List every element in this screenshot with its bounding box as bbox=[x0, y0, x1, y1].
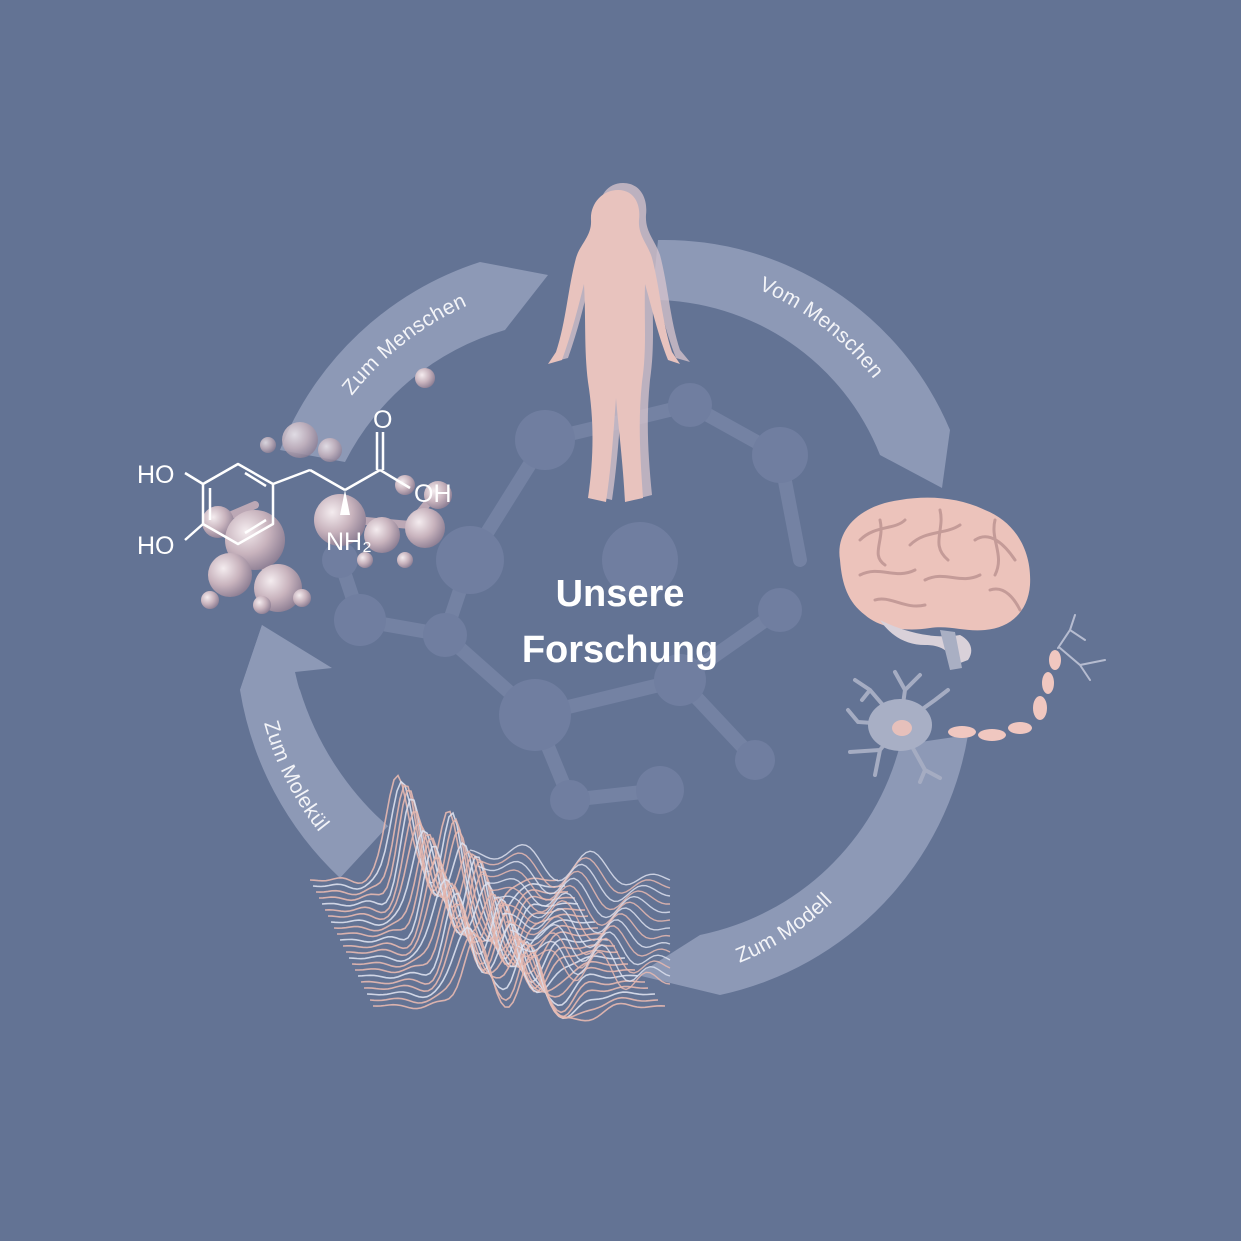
wave-line bbox=[339, 845, 609, 984]
wave-line bbox=[485, 877, 671, 919]
wave-line bbox=[348, 878, 626, 994]
label-ho-lower: HO bbox=[137, 532, 175, 560]
center-title-line2: Forschung bbox=[522, 629, 718, 671]
wave-line bbox=[321, 798, 579, 960]
wave-line bbox=[363, 915, 649, 1018]
wave-line bbox=[509, 923, 671, 966]
arrow-zum-modell bbox=[637, 735, 968, 995]
wave-line bbox=[355, 885, 636, 998]
wave-line bbox=[360, 903, 645, 1014]
wave-line bbox=[477, 860, 671, 903]
wave-line bbox=[324, 811, 586, 965]
wave-line bbox=[351, 882, 629, 993]
neuron-icon bbox=[846, 614, 1106, 784]
wave-line bbox=[357, 892, 639, 1007]
molecule-3d bbox=[201, 368, 452, 614]
network-background bbox=[322, 383, 808, 820]
wave-line bbox=[501, 907, 671, 949]
wave-line bbox=[369, 931, 659, 1019]
wave-line bbox=[366, 926, 656, 1020]
wave-line bbox=[342, 857, 615, 990]
label-nh2: NH₂ bbox=[326, 528, 372, 556]
label-oh-acid: OH bbox=[414, 480, 452, 508]
spectrum-waves bbox=[309, 774, 671, 1022]
wave-line bbox=[493, 892, 671, 934]
human-figure-icon bbox=[548, 183, 690, 502]
wave-line bbox=[497, 899, 671, 942]
wave-line bbox=[521, 949, 671, 991]
wave-line bbox=[346, 869, 619, 993]
wave-line bbox=[489, 884, 671, 927]
brain-icon bbox=[839, 497, 1031, 670]
wave-line bbox=[517, 940, 671, 983]
wave-line bbox=[337, 837, 606, 975]
center-title-line1: Unsere bbox=[556, 573, 685, 615]
label-oxygen: O bbox=[373, 406, 392, 434]
dopa-structural-formula: HO HO O OH NH₂ bbox=[137, 406, 452, 560]
wave-line bbox=[372, 934, 666, 1022]
wave-line bbox=[505, 915, 671, 957]
arrow-vom-menschen bbox=[652, 239, 950, 488]
arrow-zum-molekuel-body bbox=[240, 625, 388, 878]
cycle-arrows bbox=[240, 239, 968, 995]
wave-line bbox=[333, 833, 599, 968]
wave-line bbox=[481, 869, 670, 911]
arrow-zum-menschen bbox=[280, 262, 548, 462]
label-ho-upper: HO bbox=[137, 461, 175, 489]
